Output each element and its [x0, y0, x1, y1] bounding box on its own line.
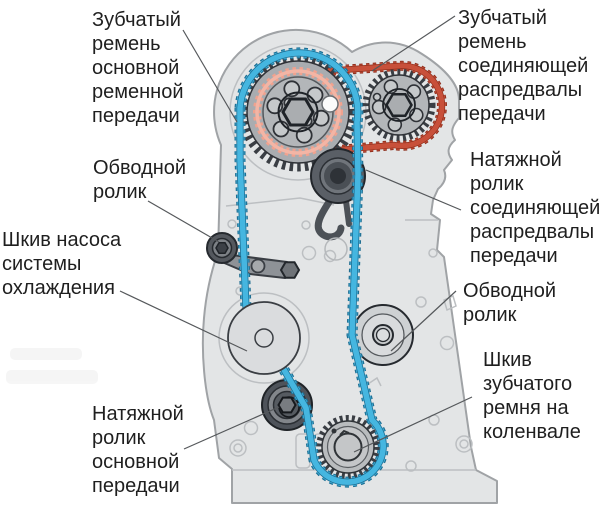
label-cam-belt-tensioner: Натяжной ролик соединяющей распредвалы п… — [470, 149, 601, 267]
label-idler-right: Обводной ролик — [463, 280, 557, 326]
leader-lines — [119, 15, 473, 453]
label-main-belt: Зубчатый ремень основной ременной переда… — [92, 9, 184, 127]
leader-line — [182, 29, 238, 123]
leader-line — [183, 406, 280, 450]
leader-line — [353, 396, 473, 453]
leader-line — [371, 15, 456, 72]
cam-belt-tensioner-pulley — [310, 148, 366, 261]
label-idler-left: Обводной ролик — [93, 157, 187, 203]
label-crank-sprocket: Шкив зубчатого ремня на коленвале — [483, 349, 581, 443]
idler-pulley-right — [352, 304, 414, 366]
label-cam-belt: Зубчатый ремень соединяющей распредвалы … — [458, 7, 589, 125]
leader-line — [365, 169, 462, 211]
leader-line — [390, 290, 457, 352]
water-pump-pulley — [227, 301, 301, 375]
leader-line — [147, 200, 220, 243]
label-main-belt-tensioner: Натяжной ролик основной передачи — [92, 403, 184, 497]
idler-pulley-left — [206, 232, 238, 264]
watermark-smudge — [6, 348, 98, 384]
crankshaft-sprocket — [316, 415, 380, 479]
leader-line — [119, 290, 248, 352]
cam-belt-back-side — [253, 67, 343, 157]
camshaft-gear-left — [238, 52, 358, 172]
timing-mark-hole — [321, 95, 339, 113]
camshaft-gear-right — [362, 68, 436, 142]
label-water-pump: Шкив насоса системы охлаждения — [2, 229, 122, 299]
